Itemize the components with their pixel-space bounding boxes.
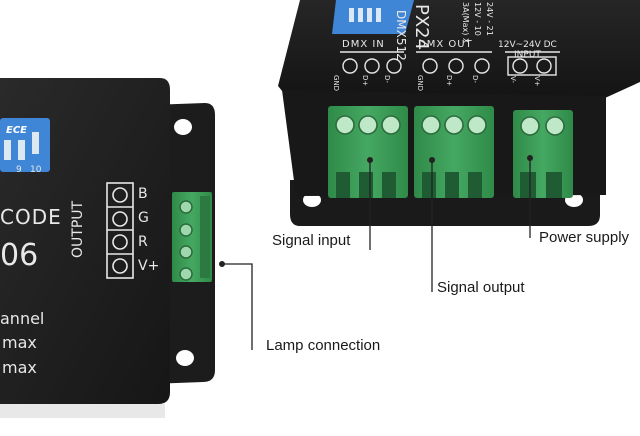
left-mount-hole-top	[174, 119, 192, 135]
left-controller	[0, 78, 215, 418]
left-model-partial: CODE	[0, 205, 62, 229]
dmx-out-pin-dplus: D+	[445, 75, 453, 87]
left-output-label: OUTPUT	[70, 200, 86, 258]
left-model-number-partial: 06	[0, 238, 39, 273]
dmx-in-terminal	[328, 106, 408, 198]
callout-lamp-connection: Lamp connection	[266, 337, 381, 354]
left-dip-brand: ECE	[6, 125, 28, 136]
power-input-terminal	[513, 110, 573, 198]
callout-signal-input: Signal input	[272, 232, 351, 249]
left-terminal-vplus: V+	[138, 258, 160, 274]
right-spec-partial-2: 12V - 10	[473, 2, 482, 36]
power-pin-vminus: V-	[509, 76, 517, 83]
dmx-in-label: DMX IN	[342, 39, 385, 50]
left-reflection	[0, 404, 165, 418]
dmx-in-pin-gnd: GND	[332, 75, 340, 92]
power-input-label: INPUT	[514, 50, 541, 60]
left-spec-line-2: max	[2, 333, 37, 352]
dmx-out-terminal	[414, 106, 494, 198]
dmx-out-pin-gnd: GND	[416, 75, 424, 92]
right-spec-partial-3: 24V - 21	[485, 2, 494, 36]
right-spec-partial-1: 3A(Max) X	[461, 2, 470, 44]
dmx-in-pin-dminus: D-	[383, 75, 391, 83]
left-terminal-g: G	[138, 210, 149, 226]
power-pin-vplus: V+	[533, 76, 541, 87]
left-mount-hole-bottom	[176, 350, 194, 366]
right-model-text: DMX512	[394, 10, 408, 61]
left-dip-number-10: 10	[30, 165, 42, 175]
callout-signal-output: Signal output	[437, 279, 525, 296]
power-voltage: 12V~24V DC	[498, 40, 557, 50]
callout-lines	[222, 158, 531, 350]
dmx-in-pin-dplus: D+	[361, 75, 369, 87]
left-spec-line-3: max	[2, 358, 37, 377]
left-terminal-b: B	[138, 186, 148, 202]
callout-power-supply: Power supply	[539, 229, 630, 246]
right-controller	[278, 0, 640, 226]
dmx-out-label: DMX OUT	[418, 39, 473, 50]
left-terminal-r: R	[138, 234, 148, 250]
right-mount-hole-left	[303, 193, 321, 207]
left-dip-number-9: 9	[16, 165, 22, 175]
left-spec-line-1: annel	[0, 309, 45, 328]
dmx-out-pin-dminus: D-	[471, 75, 479, 83]
